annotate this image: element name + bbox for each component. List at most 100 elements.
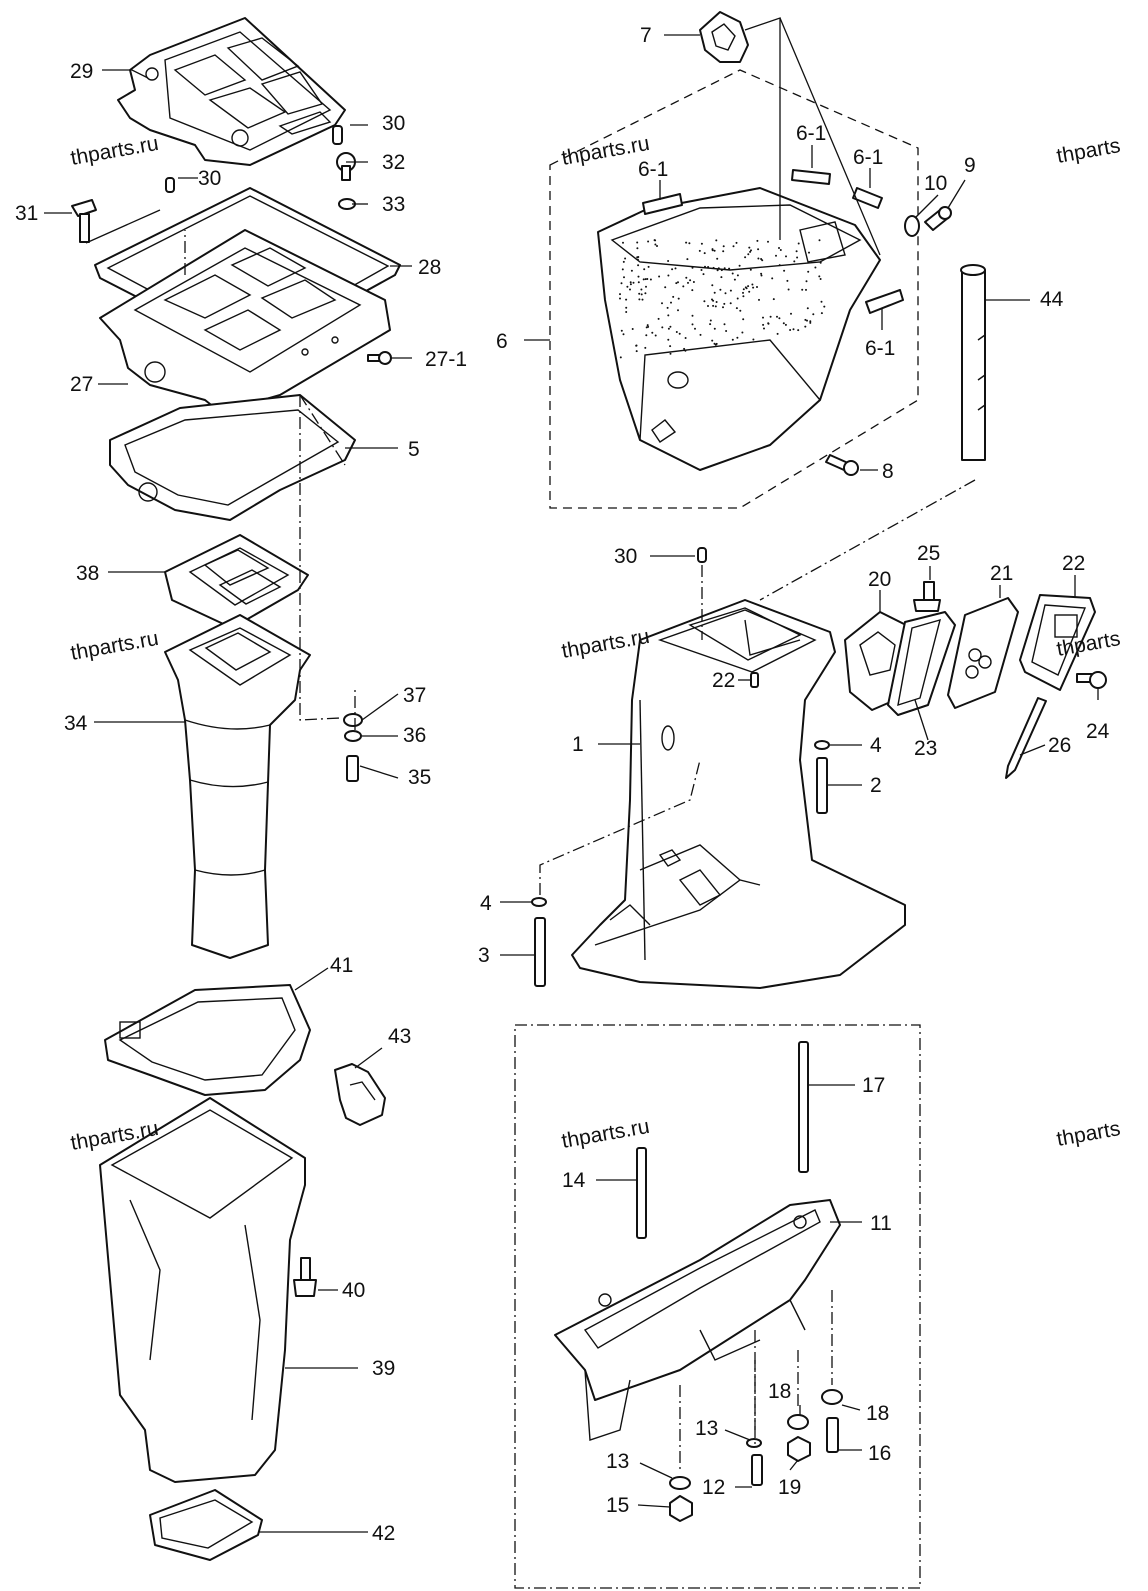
part-31-bolt [71, 199, 97, 243]
part-4-washer-b [531, 897, 547, 907]
texture-dot [675, 282, 678, 285]
texture-dot [666, 306, 669, 309]
callout-label: 38 [76, 562, 99, 585]
watermark: thparts [1055, 134, 1122, 168]
callout-label: 16 [868, 1442, 891, 1465]
texture-dot [661, 302, 663, 305]
texture-dot [715, 301, 718, 303]
texture-dot [728, 267, 731, 270]
texture-dot [713, 249, 716, 252]
texture-dot [683, 347, 686, 350]
texture-dot [767, 240, 769, 243]
texture-dot [620, 329, 623, 332]
texture-dot [738, 264, 741, 267]
texture-dot [637, 281, 640, 284]
texture-dot [691, 323, 694, 326]
part-36-washer [344, 730, 362, 742]
texture-dot [667, 338, 670, 341]
texture-dot [677, 297, 680, 300]
texture-dot [749, 268, 752, 271]
texture-dot [702, 273, 705, 276]
texture-dot [729, 289, 732, 292]
texture-dot [739, 309, 742, 312]
part-21-plate [947, 597, 1019, 709]
part-16-bolt [826, 1417, 839, 1453]
callout-label: 21 [990, 562, 1013, 585]
texture-dot [760, 272, 763, 275]
callout-label: 39 [372, 1357, 395, 1380]
part-13-washer-b [669, 1476, 691, 1490]
part-22-pin [750, 672, 759, 688]
callout-label: 14 [562, 1169, 586, 1192]
callout-label: 20 [868, 568, 891, 591]
texture-dot [691, 314, 694, 317]
texture-dot [625, 306, 628, 309]
texture-dot [629, 281, 632, 284]
part-6-apron [597, 187, 881, 471]
part-40-bolt [293, 1257, 317, 1297]
part-38-plate [164, 534, 309, 629]
texture-dot [632, 281, 635, 284]
texture-dot [767, 322, 770, 325]
texture-dot [808, 251, 810, 254]
texture-dot [812, 313, 815, 316]
texture-dot [631, 328, 634, 330]
callout-label: 42 [372, 1522, 395, 1545]
texture-dot [646, 324, 649, 327]
texture-dot [645, 334, 648, 337]
texture-dot [712, 304, 715, 307]
texture-dot [622, 260, 625, 263]
part-10-washer [904, 215, 920, 237]
callout-label: 11 [870, 1212, 892, 1235]
texture-dot [654, 334, 657, 337]
texture-dot [724, 292, 727, 295]
texture-dot [762, 323, 765, 326]
callout-label: 29 [70, 60, 93, 83]
texture-dot [735, 307, 738, 310]
texture-dot [789, 329, 792, 331]
texture-dot [782, 322, 785, 325]
texture-dot [804, 325, 807, 328]
texture-dot [667, 260, 670, 262]
texture-dot [779, 249, 782, 251]
callout-labels: 29 30 32 30 33 31 28 27-1 27 5 38 37 34 … [15, 24, 1110, 1545]
callout-label: 31 [15, 202, 38, 225]
texture-dot [711, 249, 714, 252]
texture-dot [630, 269, 633, 272]
texture-dot [669, 352, 672, 355]
part-41-gasket [104, 984, 311, 1096]
callout-label: 23 [914, 737, 937, 760]
texture-dot [643, 268, 646, 271]
part-13-washer-a [746, 1438, 762, 1448]
texture-dot [675, 331, 678, 333]
texture-dot [667, 314, 670, 317]
part-37-nut [343, 713, 363, 727]
texture-dot [762, 316, 764, 319]
texture-dot [711, 284, 714, 287]
texture-dot [635, 350, 638, 353]
texture-dot [796, 256, 799, 259]
callout-label: 41 [330, 954, 353, 977]
texture-dot [703, 252, 706, 255]
texture-dot [763, 327, 765, 330]
texture-dot [714, 305, 717, 308]
callout-label: 15 [606, 1494, 629, 1517]
texture-dot [775, 254, 777, 257]
part-5-gasket [109, 394, 356, 521]
apron-texture [619, 239, 826, 359]
part-42-seal [149, 1489, 263, 1561]
part-25-bolt [913, 581, 941, 612]
texture-dot [818, 239, 821, 242]
texture-dot [636, 247, 639, 250]
texture-dot [756, 239, 759, 242]
texture-dot [769, 315, 772, 318]
callout-label: 24 [1086, 720, 1110, 743]
texture-dot [637, 264, 640, 267]
texture-dot [801, 288, 804, 291]
texture-dot [716, 269, 719, 272]
texture-dot [654, 243, 657, 246]
texture-dot [723, 302, 726, 305]
texture-dot [790, 312, 792, 315]
texture-dot [785, 255, 787, 258]
texture-dot [818, 275, 821, 278]
